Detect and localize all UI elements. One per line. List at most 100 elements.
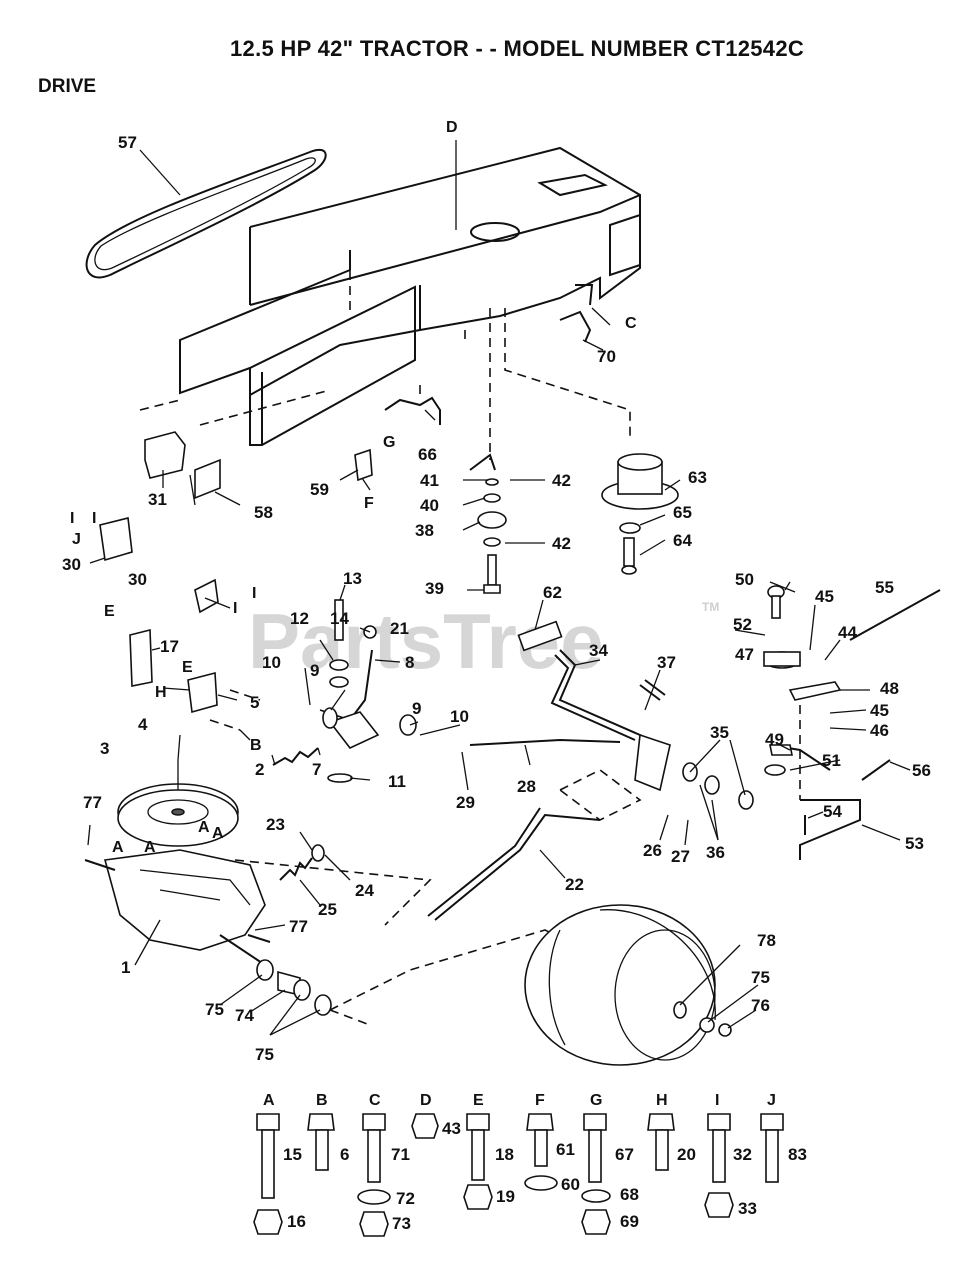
callout-62: 62: [543, 583, 562, 602]
callout-45b: 45: [870, 701, 889, 720]
hw-washer-f: 60: [561, 1175, 580, 1194]
hw-part-j: 83: [788, 1145, 807, 1164]
callout-77b: 77: [289, 917, 308, 936]
callout-77a: 77: [83, 793, 102, 812]
callout-10b: 10: [450, 707, 469, 726]
hw-extra-i: 33: [738, 1199, 757, 1218]
callout-56: 56: [912, 761, 931, 780]
callout-I1: I: [70, 510, 74, 527]
callout-23: 23: [266, 815, 285, 834]
callout-42a: 42: [552, 471, 571, 490]
engine-pulley: [601, 453, 679, 575]
callout-11: 11: [388, 772, 406, 791]
callout-48: 48: [880, 679, 899, 698]
callout-3: 3: [100, 739, 109, 758]
callout-49: 49: [765, 730, 784, 749]
callout-2: 2: [255, 760, 264, 779]
hw-letter-j: J: [767, 1092, 776, 1109]
callout-30b: 30: [128, 570, 147, 589]
hw-part-i: 32: [733, 1145, 752, 1164]
callout-D: D: [446, 119, 458, 136]
callout-12: 12: [290, 609, 309, 628]
hw-washer-c: 72: [396, 1189, 415, 1208]
hw-extra-a: 16: [287, 1212, 306, 1231]
callout-37: 37: [657, 653, 676, 672]
callouts: 57 D C 70 63 65 64 66 G 31 58 59 F 41 42…: [62, 119, 931, 1064]
watermark-tm: TM: [702, 600, 719, 614]
hw-extra-e: 19: [496, 1187, 515, 1206]
callout-9b: 9: [412, 699, 421, 718]
leader-lines: [87, 149, 911, 1036]
hw-part-e: 18: [495, 1145, 514, 1164]
callout-Ab: A: [144, 839, 156, 856]
callout-51: 51: [822, 751, 841, 770]
idler-assembly: [469, 453, 507, 594]
hw-letter-f: F: [535, 1092, 545, 1109]
callout-7: 7: [312, 760, 321, 779]
hw-washer-g: 68: [620, 1185, 639, 1204]
callout-74: 74: [235, 1006, 254, 1025]
section-label: DRIVE: [38, 76, 97, 97]
callout-59: 59: [310, 480, 329, 499]
callout-28: 28: [517, 777, 536, 796]
hw-extra-g: 69: [620, 1212, 639, 1231]
callout-J: J: [72, 531, 81, 548]
callout-30a: 30: [62, 555, 81, 574]
callout-31: 31: [148, 490, 167, 509]
callout-C: C: [625, 315, 637, 332]
callout-I2: I: [92, 510, 96, 527]
callout-75b: 75: [255, 1045, 274, 1064]
callout-35: 35: [710, 723, 729, 742]
callout-8: 8: [405, 653, 414, 672]
callout-75c: 75: [751, 968, 770, 987]
callout-50: 50: [735, 570, 754, 589]
hw-letter-b: B: [316, 1092, 328, 1109]
callout-64: 64: [673, 531, 692, 550]
callout-75a: 75: [205, 1000, 224, 1019]
callout-Ac: A: [198, 819, 210, 836]
hw-letter-c: C: [369, 1092, 381, 1109]
callout-53: 53: [905, 834, 924, 853]
callout-I3: I: [252, 585, 256, 602]
callout-E2: E: [182, 659, 193, 676]
hw-extra-c: 73: [392, 1214, 411, 1233]
hw-part-d: 43: [442, 1119, 461, 1138]
callout-25: 25: [318, 900, 337, 919]
callout-46: 46: [870, 721, 889, 740]
callout-26: 26: [643, 841, 662, 860]
callout-41: 41: [420, 471, 439, 490]
hw-letter-e: E: [473, 1092, 484, 1109]
callout-21: 21: [390, 619, 409, 638]
callout-14: 14: [330, 609, 349, 628]
callout-76: 76: [751, 996, 770, 1015]
callout-E1: E: [104, 603, 115, 620]
hw-part-g: 67: [615, 1145, 634, 1164]
shift-lever: [272, 599, 417, 783]
brackets: [99, 431, 373, 714]
callout-40: 40: [420, 496, 439, 515]
callout-39: 39: [425, 579, 444, 598]
hw-letter-i: I: [715, 1092, 719, 1109]
callout-G: G: [383, 434, 395, 451]
springs: [384, 284, 594, 425]
callout-36: 36: [706, 843, 725, 862]
callout-22: 22: [565, 875, 584, 894]
hw-part-h: 20: [677, 1145, 696, 1164]
hw-part-a: 15: [283, 1145, 302, 1164]
callout-65: 65: [673, 503, 692, 522]
callout-45a: 45: [815, 587, 834, 606]
callout-4: 4: [138, 715, 148, 734]
callout-52: 52: [733, 615, 752, 634]
transaxle-pulley: [117, 760, 239, 847]
transaxle: [84, 849, 332, 1016]
callout-5: 5: [250, 693, 259, 712]
callout-13: 13: [343, 569, 362, 588]
hw-letter-d: D: [420, 1092, 432, 1109]
callout-38: 38: [415, 521, 434, 540]
callout-29: 29: [456, 793, 475, 812]
callout-44: 44: [838, 623, 857, 642]
rear-wheel: [524, 904, 732, 1066]
hw-part-c: 71: [391, 1145, 410, 1164]
callout-I4: I: [233, 600, 237, 617]
